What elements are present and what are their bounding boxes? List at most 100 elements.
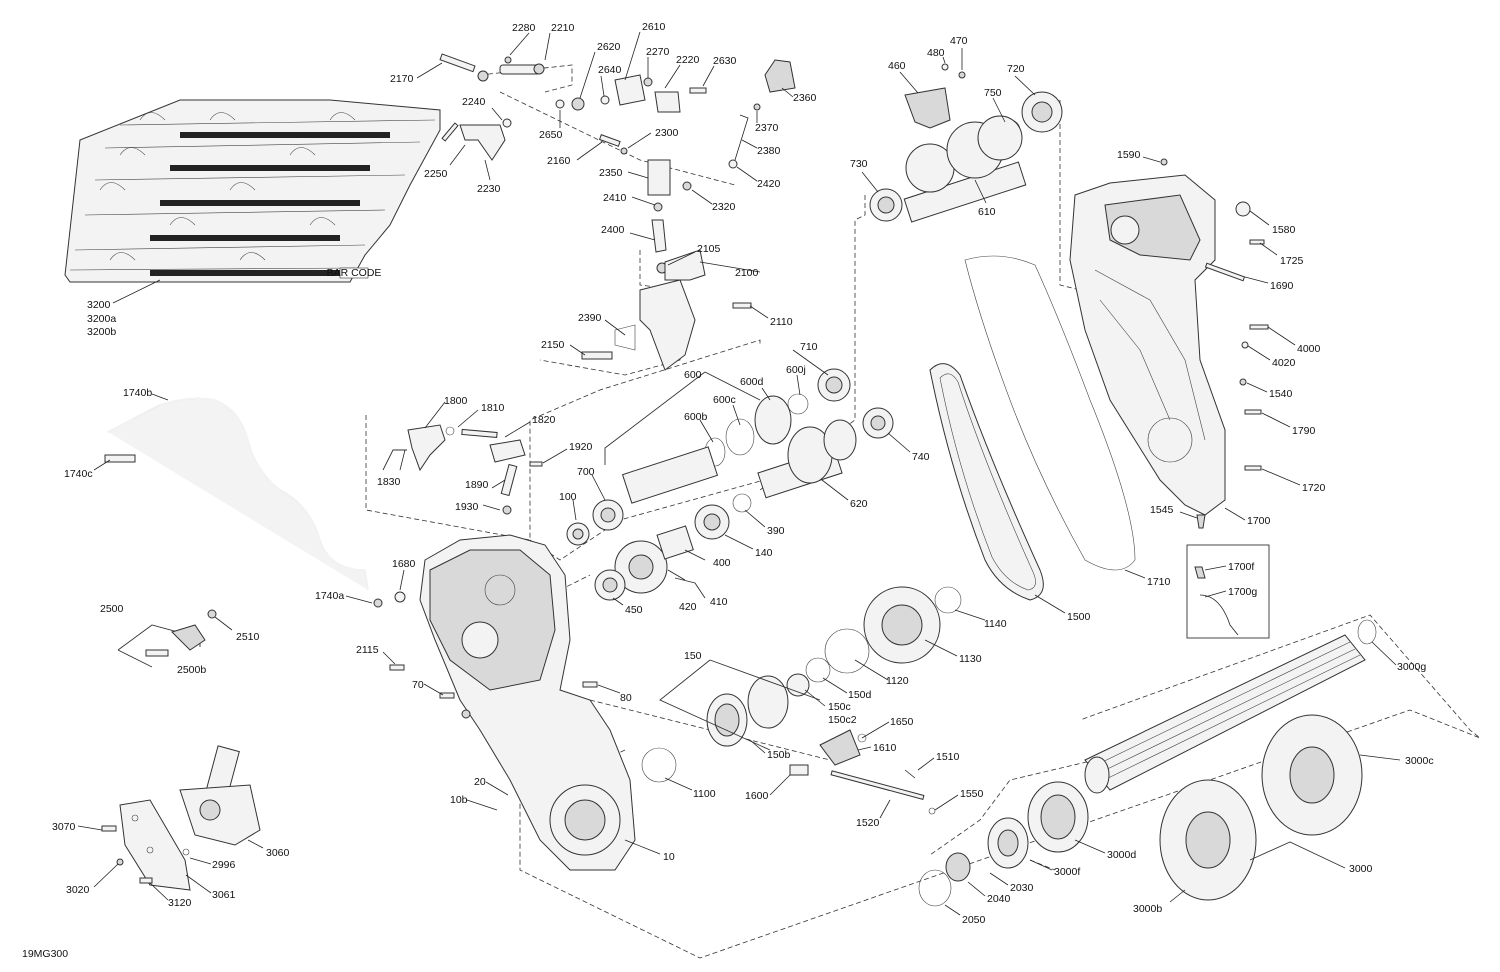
label-1740b: 1740b bbox=[123, 387, 152, 399]
label-620: 620 bbox=[850, 498, 868, 510]
label-610: 610 bbox=[978, 206, 996, 218]
label-1140: 1140 bbox=[984, 618, 1007, 630]
brake-bracket-2500 bbox=[117, 609, 217, 668]
label-2300: 2300 bbox=[655, 127, 679, 139]
label-1820: 1820 bbox=[532, 414, 556, 426]
label-2150: 2150 bbox=[541, 339, 565, 351]
label-2100: 2100 bbox=[735, 267, 759, 279]
label-1545: 1545 bbox=[1150, 504, 1174, 516]
label-1790: 1790 bbox=[1292, 425, 1316, 437]
label-2105: 2105 bbox=[697, 243, 721, 255]
label-2040: 2040 bbox=[987, 893, 1011, 905]
label-150: 150 bbox=[684, 650, 702, 662]
label-150c: 150c bbox=[828, 701, 851, 713]
detail-box-1700 bbox=[1186, 544, 1270, 639]
label-2996: 2996 bbox=[212, 859, 236, 871]
label-600c: 600c bbox=[713, 394, 736, 406]
label-3120: 3120 bbox=[168, 897, 192, 909]
label-1690: 1690 bbox=[1270, 280, 1294, 292]
label-2350: 2350 bbox=[599, 167, 623, 179]
label-2380: 2380 bbox=[757, 145, 781, 157]
track-assembly: BAR CODE bbox=[64, 99, 441, 283]
label-2220: 2220 bbox=[676, 54, 700, 66]
label-480: 480 bbox=[927, 47, 945, 59]
label-3060: 3060 bbox=[266, 847, 290, 859]
label-3000c: 3000c bbox=[1405, 755, 1434, 767]
label-720: 720 bbox=[1007, 63, 1025, 75]
label-3000: 3000 bbox=[1349, 863, 1373, 875]
label-4000: 4000 bbox=[1297, 343, 1321, 355]
label-2320: 2320 bbox=[712, 201, 736, 213]
label-2390: 2390 bbox=[578, 312, 602, 324]
label-1650: 1650 bbox=[890, 716, 914, 728]
label-1720: 1720 bbox=[1302, 482, 1326, 494]
label-1550: 1550 bbox=[960, 788, 984, 800]
label-700: 700 bbox=[577, 466, 595, 478]
label-1540: 1540 bbox=[1269, 388, 1293, 400]
label-100: 100 bbox=[559, 491, 577, 503]
label-740: 740 bbox=[912, 451, 930, 463]
figure-code: 19MG300 bbox=[22, 948, 68, 960]
label-2280: 2280 bbox=[512, 22, 536, 34]
label-460: 460 bbox=[888, 60, 906, 72]
label-2630: 2630 bbox=[713, 55, 737, 67]
label-1920: 1920 bbox=[569, 441, 593, 453]
label-4020: 4020 bbox=[1272, 357, 1296, 369]
label-1700: 1700 bbox=[1247, 515, 1271, 527]
label-3000b: 3000b bbox=[1133, 903, 1162, 915]
label-750: 750 bbox=[984, 87, 1002, 99]
label-1500: 1500 bbox=[1067, 611, 1091, 623]
label-1700f: 1700f bbox=[1228, 561, 1254, 573]
label-1610: 1610 bbox=[873, 742, 897, 754]
label-1590: 1590 bbox=[1117, 149, 1141, 161]
shift-linkage-parts bbox=[439, 53, 796, 371]
barcode-label: BAR CODE bbox=[327, 267, 382, 279]
label-2370: 2370 bbox=[755, 122, 779, 134]
label-3200b: 3200b bbox=[87, 326, 116, 338]
label-2500b: 2500b bbox=[177, 664, 206, 676]
label-1890: 1890 bbox=[465, 479, 489, 491]
label-2250: 2250 bbox=[424, 168, 448, 180]
label-3000f: 3000f bbox=[1054, 866, 1080, 878]
right-case-cover bbox=[1069, 158, 1269, 529]
vent-tube bbox=[104, 397, 369, 591]
label-390: 390 bbox=[767, 525, 785, 537]
label-2610: 2610 bbox=[642, 21, 666, 33]
label-1600: 1600 bbox=[745, 790, 769, 802]
label-2160: 2160 bbox=[547, 155, 571, 167]
shift-fork-assembly bbox=[407, 424, 543, 515]
label-2110: 2110 bbox=[770, 316, 793, 328]
label-10b: 10b bbox=[450, 794, 468, 806]
label-1810: 1810 bbox=[481, 402, 505, 414]
label-2050: 2050 bbox=[962, 914, 986, 926]
label-1510: 1510 bbox=[936, 751, 960, 763]
left-case bbox=[373, 534, 636, 871]
label-1700g: 1700g bbox=[1228, 586, 1257, 598]
label-2170: 2170 bbox=[390, 73, 414, 85]
label-2360: 2360 bbox=[793, 92, 817, 104]
label-2400: 2400 bbox=[601, 224, 625, 236]
driven-sprocket-assembly bbox=[641, 586, 962, 815]
label-2420: 2420 bbox=[757, 178, 781, 190]
label-1580: 1580 bbox=[1272, 224, 1296, 236]
label-10: 10 bbox=[663, 851, 675, 863]
label-1710: 1710 bbox=[1147, 576, 1171, 588]
label-2510: 2510 bbox=[236, 631, 260, 643]
label-1130: 1130 bbox=[959, 653, 982, 665]
label-150c2: 150c2 bbox=[828, 714, 857, 726]
label-150b: 150b bbox=[767, 749, 791, 761]
label-3061: 3061 bbox=[212, 889, 236, 901]
label-1725: 1725 bbox=[1280, 255, 1304, 267]
label-420: 420 bbox=[679, 601, 697, 613]
label-2230: 2230 bbox=[477, 183, 501, 195]
seal-and-belt bbox=[929, 255, 1136, 601]
label-3200: 3200 bbox=[87, 299, 111, 311]
label-600j: 600j bbox=[786, 364, 806, 376]
drive-axle-assembly bbox=[918, 619, 1377, 907]
label-2210: 2210 bbox=[551, 22, 575, 34]
label-2650: 2650 bbox=[539, 129, 563, 141]
label-20: 20 bbox=[474, 776, 486, 788]
label-3000g: 3000g bbox=[1397, 661, 1426, 673]
label-2410: 2410 bbox=[603, 192, 627, 204]
label-140: 140 bbox=[755, 547, 773, 559]
